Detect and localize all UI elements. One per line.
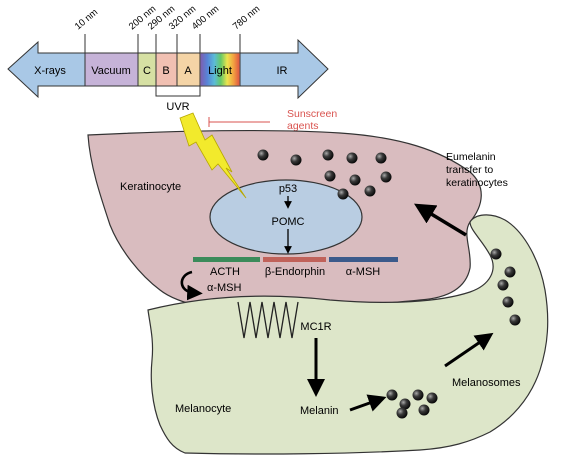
uvr-label: UVR bbox=[166, 101, 189, 113]
melanosomes-label: Melanosomes bbox=[452, 377, 521, 389]
melanosome-dot bbox=[502, 296, 514, 308]
label-xrays: X-rays bbox=[34, 65, 66, 77]
visible-light-region bbox=[199, 52, 241, 87]
label-uvc: C bbox=[143, 65, 151, 77]
beta-endorphin-label: β-Endorphin bbox=[265, 266, 325, 278]
acth-label: ACTH bbox=[210, 266, 240, 278]
melanin-label: Melanin bbox=[300, 405, 339, 417]
melanosome-dot bbox=[509, 314, 521, 326]
keratinocyte-label: Keratinocyte bbox=[120, 181, 181, 193]
sunscreen-label-line2: agents bbox=[287, 120, 319, 132]
melanosome-dot bbox=[504, 266, 516, 278]
p53-label: p53 bbox=[279, 183, 297, 195]
melanosome-dot bbox=[346, 152, 358, 164]
melanosome-dot bbox=[337, 188, 349, 200]
melanosome-dot bbox=[364, 185, 376, 197]
label-ir: IR bbox=[277, 65, 288, 77]
pomc-label: POMC bbox=[272, 216, 305, 228]
acth-alpha-msh-label: α-MSH bbox=[207, 282, 242, 294]
spectrum-bar: X-rays Vacuum C B A Light IR 10 nm 200 n… bbox=[7, 3, 337, 132]
transfer-label-line2: transfer to bbox=[446, 164, 493, 176]
transfer-label-line3: keratinocytes bbox=[446, 177, 508, 189]
melanosome-dot bbox=[322, 149, 334, 161]
label-vacuum: Vacuum bbox=[91, 65, 131, 77]
melanosome-dot bbox=[375, 152, 387, 164]
mc1r-label: MC1R bbox=[300, 321, 331, 333]
acth-bar bbox=[193, 257, 260, 262]
transfer-arrow bbox=[414, 203, 467, 237]
melanosome-dot bbox=[380, 171, 392, 183]
mc1r-receptor-icon bbox=[237, 301, 299, 339]
melanosome-dot bbox=[349, 174, 361, 186]
label-uva: A bbox=[184, 65, 192, 77]
melanosome-dot bbox=[497, 279, 509, 291]
melanosome-dot bbox=[426, 392, 438, 404]
melanosome-dot bbox=[490, 248, 502, 260]
acth-conversion-arrow bbox=[180, 270, 203, 301]
transfer-label-line1: Eumelanin bbox=[446, 151, 496, 163]
sunscreen-label-line1: Sunscreen bbox=[287, 108, 337, 120]
sunscreen-bracket bbox=[208, 117, 270, 127]
melanosome-dot bbox=[399, 398, 411, 410]
melanosome-dot bbox=[386, 389, 398, 401]
alpha-msh-bar bbox=[329, 257, 398, 262]
wavelength-780: 780 nm bbox=[231, 3, 262, 32]
uvr-bracket bbox=[155, 86, 201, 97]
nucleus bbox=[209, 179, 363, 255]
melanosome-dot bbox=[257, 149, 269, 161]
melanosome-dot bbox=[412, 389, 424, 401]
label-light: Light bbox=[208, 65, 232, 77]
melanosome-dot bbox=[396, 407, 408, 419]
beta-endorphin-bar bbox=[263, 257, 326, 262]
uvr-lightning-icon bbox=[179, 112, 247, 199]
melanosome-dot bbox=[324, 170, 336, 182]
vacuum-region bbox=[84, 52, 139, 87]
melanosome-dot bbox=[418, 404, 430, 416]
melanocyte-cell bbox=[147, 214, 549, 455]
melanosome-dot bbox=[290, 154, 302, 166]
melanocyte-label: Melanocyte bbox=[175, 403, 231, 415]
keratinocyte-melanosomes bbox=[257, 149, 392, 200]
alpha-msh-label: α-MSH bbox=[346, 266, 381, 278]
wavelength-10: 10 nm bbox=[73, 7, 100, 32]
spectrum-right-arrow bbox=[239, 38, 329, 100]
label-uvb: B bbox=[162, 65, 169, 77]
melanocyte-melanosomes bbox=[386, 248, 521, 419]
